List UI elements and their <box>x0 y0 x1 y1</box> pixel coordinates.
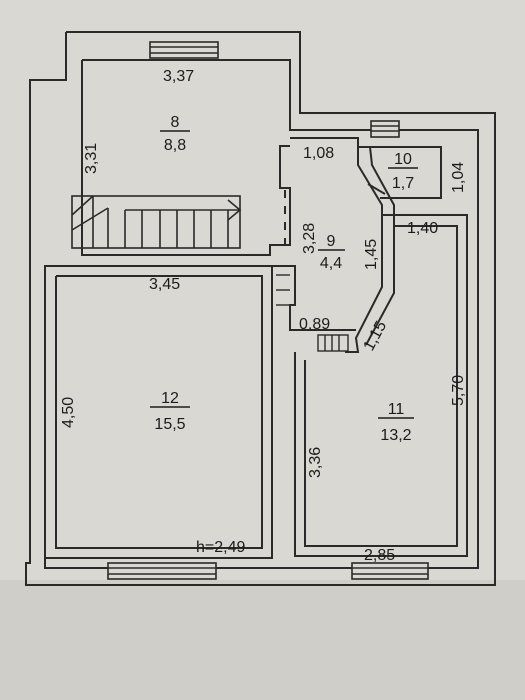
room-11-area: 13,2 <box>380 427 411 444</box>
room-10-area: 1,7 <box>392 175 414 192</box>
window-top-right <box>370 120 400 138</box>
room-10-walls <box>358 146 442 199</box>
dimension-r11-bottom: 2,85 <box>364 547 395 564</box>
ceiling-height-label: h=2,49 <box>196 539 245 556</box>
dimension-r12-height: 4,50 <box>60 397 77 428</box>
room-8-number: 8 <box>171 114 180 131</box>
dimension-r9-height: 3,28 <box>301 223 318 254</box>
dimension-r9-right: 1,45 <box>363 239 380 270</box>
dimension-r10-height: 1,04 <box>450 162 467 193</box>
dimension-r9-bottom: 0,89 <box>299 316 330 333</box>
window-bottom-right <box>351 562 429 580</box>
dimension-r8-width: 3,37 <box>163 68 194 85</box>
room-8-walls <box>81 60 291 256</box>
outer-wall-inner <box>44 59 479 569</box>
room-11-inner <box>304 225 458 547</box>
dimension-r12-width: 3,45 <box>149 276 180 293</box>
dimension-corridor-top: 1,08 <box>303 145 334 162</box>
partition-wall <box>272 265 356 331</box>
room-12-inner <box>55 275 263 549</box>
dimension-r11-inner: 3,36 <box>307 447 324 478</box>
paper-shadow <box>0 580 525 700</box>
staircase <box>71 195 242 249</box>
room-11-number: 11 <box>388 401 405 418</box>
room-9-number: 9 <box>327 233 336 250</box>
room-12-area: 15,5 <box>154 416 185 433</box>
small-stairs <box>276 274 349 352</box>
room-12-walls <box>44 265 273 559</box>
window-top-left <box>149 41 219 59</box>
room-10-number: 10 <box>394 151 412 168</box>
room-9-area: 4,4 <box>320 255 342 272</box>
dimension-r11-top: 1,40 <box>407 220 438 237</box>
room-10-door <box>367 183 386 195</box>
room-8-area: 8,8 <box>164 137 186 154</box>
outer-wall <box>25 31 496 586</box>
dimension-r8-height: 3,31 <box>83 143 100 174</box>
room-12-number: 12 <box>161 390 179 407</box>
window-bottom-left <box>107 562 217 580</box>
room-9-right-wall-inner <box>365 146 395 346</box>
dimension-r11-height: 5,70 <box>450 375 467 406</box>
room-9-right-wall <box>290 137 383 353</box>
room-11-walls <box>294 214 468 557</box>
